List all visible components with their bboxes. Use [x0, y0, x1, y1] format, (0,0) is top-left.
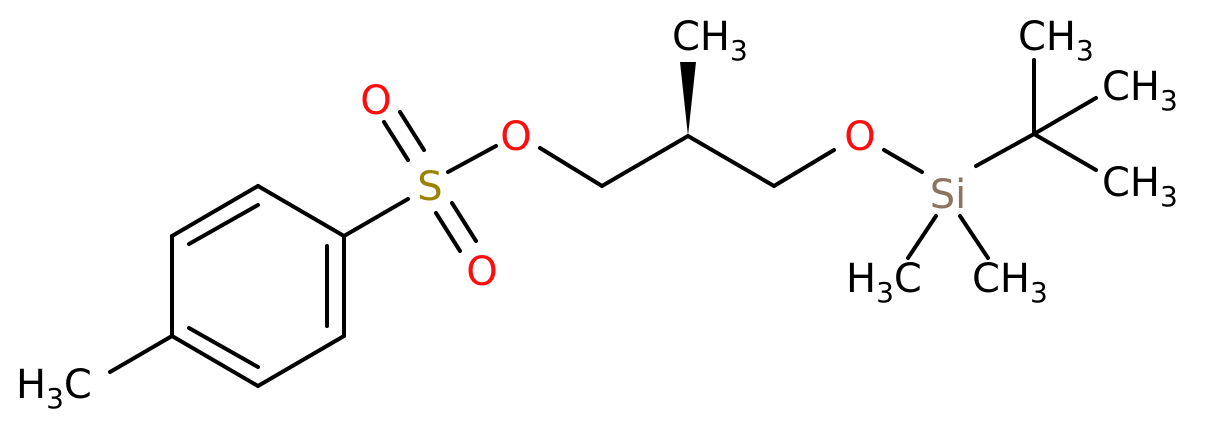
s-o-top-bond-b: [398, 110, 426, 152]
ch2-o-bond: [772, 148, 836, 188]
label-ch3-si-right-sub: 3: [1030, 276, 1048, 309]
label-ch3-si-right: CH3: [972, 256, 1048, 309]
label-h3c-aryl-sub: 3: [46, 382, 64, 415]
label-ch3-tbu-top-sub: 3: [1076, 34, 1094, 67]
label-ch3-stereo-sub: 3: [730, 34, 748, 67]
s-o-bottom-bond-b: [450, 201, 478, 243]
label-ch3-tbu-right-top-main: CH: [1102, 64, 1160, 110]
tbu-methyl-right-bottom-bond: [1032, 132, 1098, 172]
ring-bond-1: [256, 184, 346, 238]
s-o-top-bond-a: [382, 120, 410, 162]
s-o-ester-bond: [446, 144, 498, 174]
si-methyl-right-bond: [958, 214, 990, 260]
atom-o-ether: O: [844, 114, 875, 160]
o-si-bond: [882, 148, 924, 174]
ring-bond-3: [256, 334, 346, 388]
s-o-bottom-bond-a: [434, 211, 462, 253]
si-tbu-bond: [974, 132, 1036, 168]
label-ch3-tbu-right-bottom: CH3: [1102, 160, 1178, 213]
si-methyl-left-bond: [906, 214, 938, 260]
ring-inner-bond-1: [187, 203, 260, 246]
label-h3c-aryl: H3C: [16, 362, 92, 415]
atom-o-ester: O: [500, 114, 531, 160]
label-ch3-tbu-right-top-sub: 3: [1160, 84, 1178, 117]
ch2-ch-bond: [600, 134, 690, 188]
atom-silicon: Si: [930, 172, 967, 218]
atom-sulfur: S: [417, 164, 442, 210]
label-h3c-si-left-prefix: H: [846, 256, 876, 302]
label-ch3-si-right-main: CH: [972, 256, 1030, 302]
atom-labels: O S O O O Si CH3 CH3 CH3 CH3 H3C CH3 H3C: [16, 14, 1178, 415]
label-ch3-tbu-right-top: CH3: [1102, 64, 1178, 117]
tbu-methyl-right-top-bond: [1032, 96, 1098, 136]
aryl-methyl-bond: [108, 334, 174, 374]
label-ch3-tbu-top-main: CH: [1018, 14, 1076, 60]
bonds: [108, 58, 1098, 388]
label-ch3-tbu-right-bottom-main: CH: [1102, 160, 1160, 206]
label-h3c-si-left: H3C: [846, 256, 922, 309]
ch-ch2-bond: [686, 134, 776, 188]
ring-inner-bond-3: [187, 326, 260, 369]
label-ch3-stereo: CH3: [672, 14, 748, 67]
ring-sulfur-bond: [342, 197, 410, 238]
label-ch3-tbu-right-bottom-sub: 3: [1160, 180, 1178, 213]
ring-bond-4: [170, 334, 260, 388]
label-ch3-tbu-top: CH3: [1018, 14, 1094, 67]
ring-bond-6: [170, 184, 260, 238]
label-h3c-aryl-suffix: C: [64, 362, 92, 408]
label-h3c-aryl-prefix: H: [16, 362, 46, 408]
o-ch2-bond: [538, 146, 604, 188]
label-h3c-si-left-suffix: C: [894, 256, 922, 302]
stereo-wedge-bond: [680, 62, 696, 136]
atom-o-double-bottom: O: [466, 249, 497, 295]
label-ch3-stereo-main: CH: [672, 14, 730, 60]
label-h3c-si-left-sub: 3: [876, 276, 894, 309]
atom-o-double-top: O: [360, 78, 391, 124]
